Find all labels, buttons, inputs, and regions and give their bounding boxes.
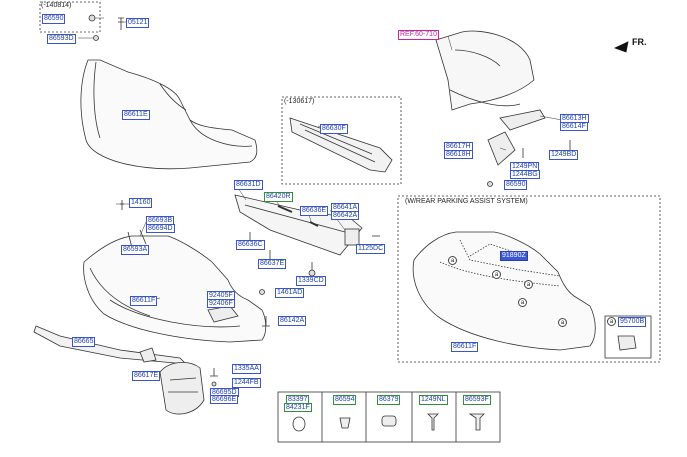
screw-05121 <box>118 17 124 30</box>
callout-ref-60-710[interactable]: REF.60-710 <box>398 30 439 40</box>
callout-14160[interactable]: 14160 <box>129 198 153 208</box>
callout-1244fb[interactable]: 1244FB <box>232 378 261 388</box>
callout-86694d[interactable]: 86694D <box>146 224 175 233</box>
callout-91890z[interactable]: 91890Z <box>500 251 528 261</box>
clip-86593d <box>93 35 99 41</box>
legend-code-86594[interactable]: 86594 <box>333 395 357 405</box>
circle-marker-inset: a <box>607 317 616 326</box>
skid-86695d <box>159 362 205 415</box>
callout-92406f[interactable]: 92406F <box>207 299 235 308</box>
callout-86593d[interactable]: 86593D <box>47 34 76 44</box>
callout-1125dc[interactable]: 1125DC <box>356 244 386 254</box>
bracket-86613h <box>499 109 546 131</box>
circle-marker-1: a <box>448 256 457 265</box>
front-arrow <box>613 41 629 53</box>
bumper-cover-pas <box>412 231 596 351</box>
sensor-95700b <box>617 335 637 351</box>
callout-86636e[interactable]: 86636E <box>300 206 329 216</box>
variant-box-top <box>39 1 101 33</box>
callout-86614f[interactable]: 86614F <box>560 122 588 131</box>
circle-marker-2: a <box>492 270 501 279</box>
callout-86631d[interactable]: 86631D <box>234 180 263 190</box>
clip-86590 <box>88 14 96 22</box>
note-parking-assist: (W/REAR PARKING ASSIST SYSTEM) <box>405 198 528 205</box>
bracket-86641a <box>344 228 360 246</box>
callout-86630f[interactable]: 86630F <box>320 124 348 134</box>
front-direction-label: FR. <box>632 37 647 47</box>
callout-86617e[interactable]: 86617E <box>132 371 161 381</box>
legend-code-1249nl[interactable]: 1249NL <box>419 395 448 405</box>
callout-1335aa[interactable]: 1335AA <box>232 364 261 374</box>
legend-table <box>277 391 501 443</box>
legend-bolt-icon <box>468 413 485 431</box>
callout-86590[interactable]: 86590 <box>42 14 66 24</box>
note-date-mid: (-130617) <box>284 98 315 105</box>
circle-marker-4: a <box>518 298 527 307</box>
legend-plug-icon <box>292 416 306 432</box>
legend-grommet-icon <box>381 415 397 427</box>
callout-86611f[interactable]: 86611F <box>130 296 158 306</box>
body-quarter <box>435 30 535 111</box>
legend-code-86379[interactable]: 86379 <box>377 395 401 405</box>
legend-code-84231f[interactable]: 84231F <box>284 403 312 412</box>
sensor-inset <box>604 315 652 359</box>
callout-05121[interactable]: 05121 <box>126 18 150 28</box>
circle-marker-3: a <box>524 280 533 289</box>
callout-1339cd[interactable]: 1339CD <box>296 276 326 286</box>
parking-assist-box <box>397 195 661 363</box>
callout-1244bg[interactable]: 1244BG <box>510 170 540 179</box>
callout-1461ad[interactable]: 1461AD <box>275 288 305 298</box>
callout-86637e[interactable]: 86637E <box>258 259 287 269</box>
callout-86642a[interactable]: 86642A <box>331 211 360 220</box>
callout-86590-right[interactable]: 86590 <box>504 180 528 190</box>
legend-clip-icon <box>339 417 351 429</box>
callout-86696e[interactable]: 86696E <box>210 395 239 404</box>
callout-86420r[interactable]: 86420R <box>264 192 293 202</box>
callout-86142a[interactable]: 86142A <box>278 316 307 326</box>
callout-86611e[interactable]: 86611E <box>122 110 150 120</box>
callout-86636c[interactable]: 86636C <box>236 240 265 250</box>
variant-box-mid <box>281 96 402 185</box>
circle-marker-5: a <box>558 318 567 327</box>
callout-86618h[interactable]: 86618H <box>444 150 473 159</box>
legend-code-86593f[interactable]: 86593F <box>463 395 491 405</box>
callout-95700b[interactable]: 95700B <box>618 317 647 327</box>
wiring-91890z <box>439 261 561 287</box>
callout-1249bd[interactable]: 1249BD <box>549 150 579 160</box>
callout-86665[interactable]: 86665 <box>72 337 96 347</box>
legend-screw-icon <box>427 413 439 431</box>
callout-86611f-pas[interactable]: 86611F <box>451 342 479 352</box>
note-date-top: (-140814) <box>41 2 72 9</box>
bumper-cover-upper <box>80 59 258 170</box>
callout-86593a[interactable]: 86593A <box>121 245 150 255</box>
